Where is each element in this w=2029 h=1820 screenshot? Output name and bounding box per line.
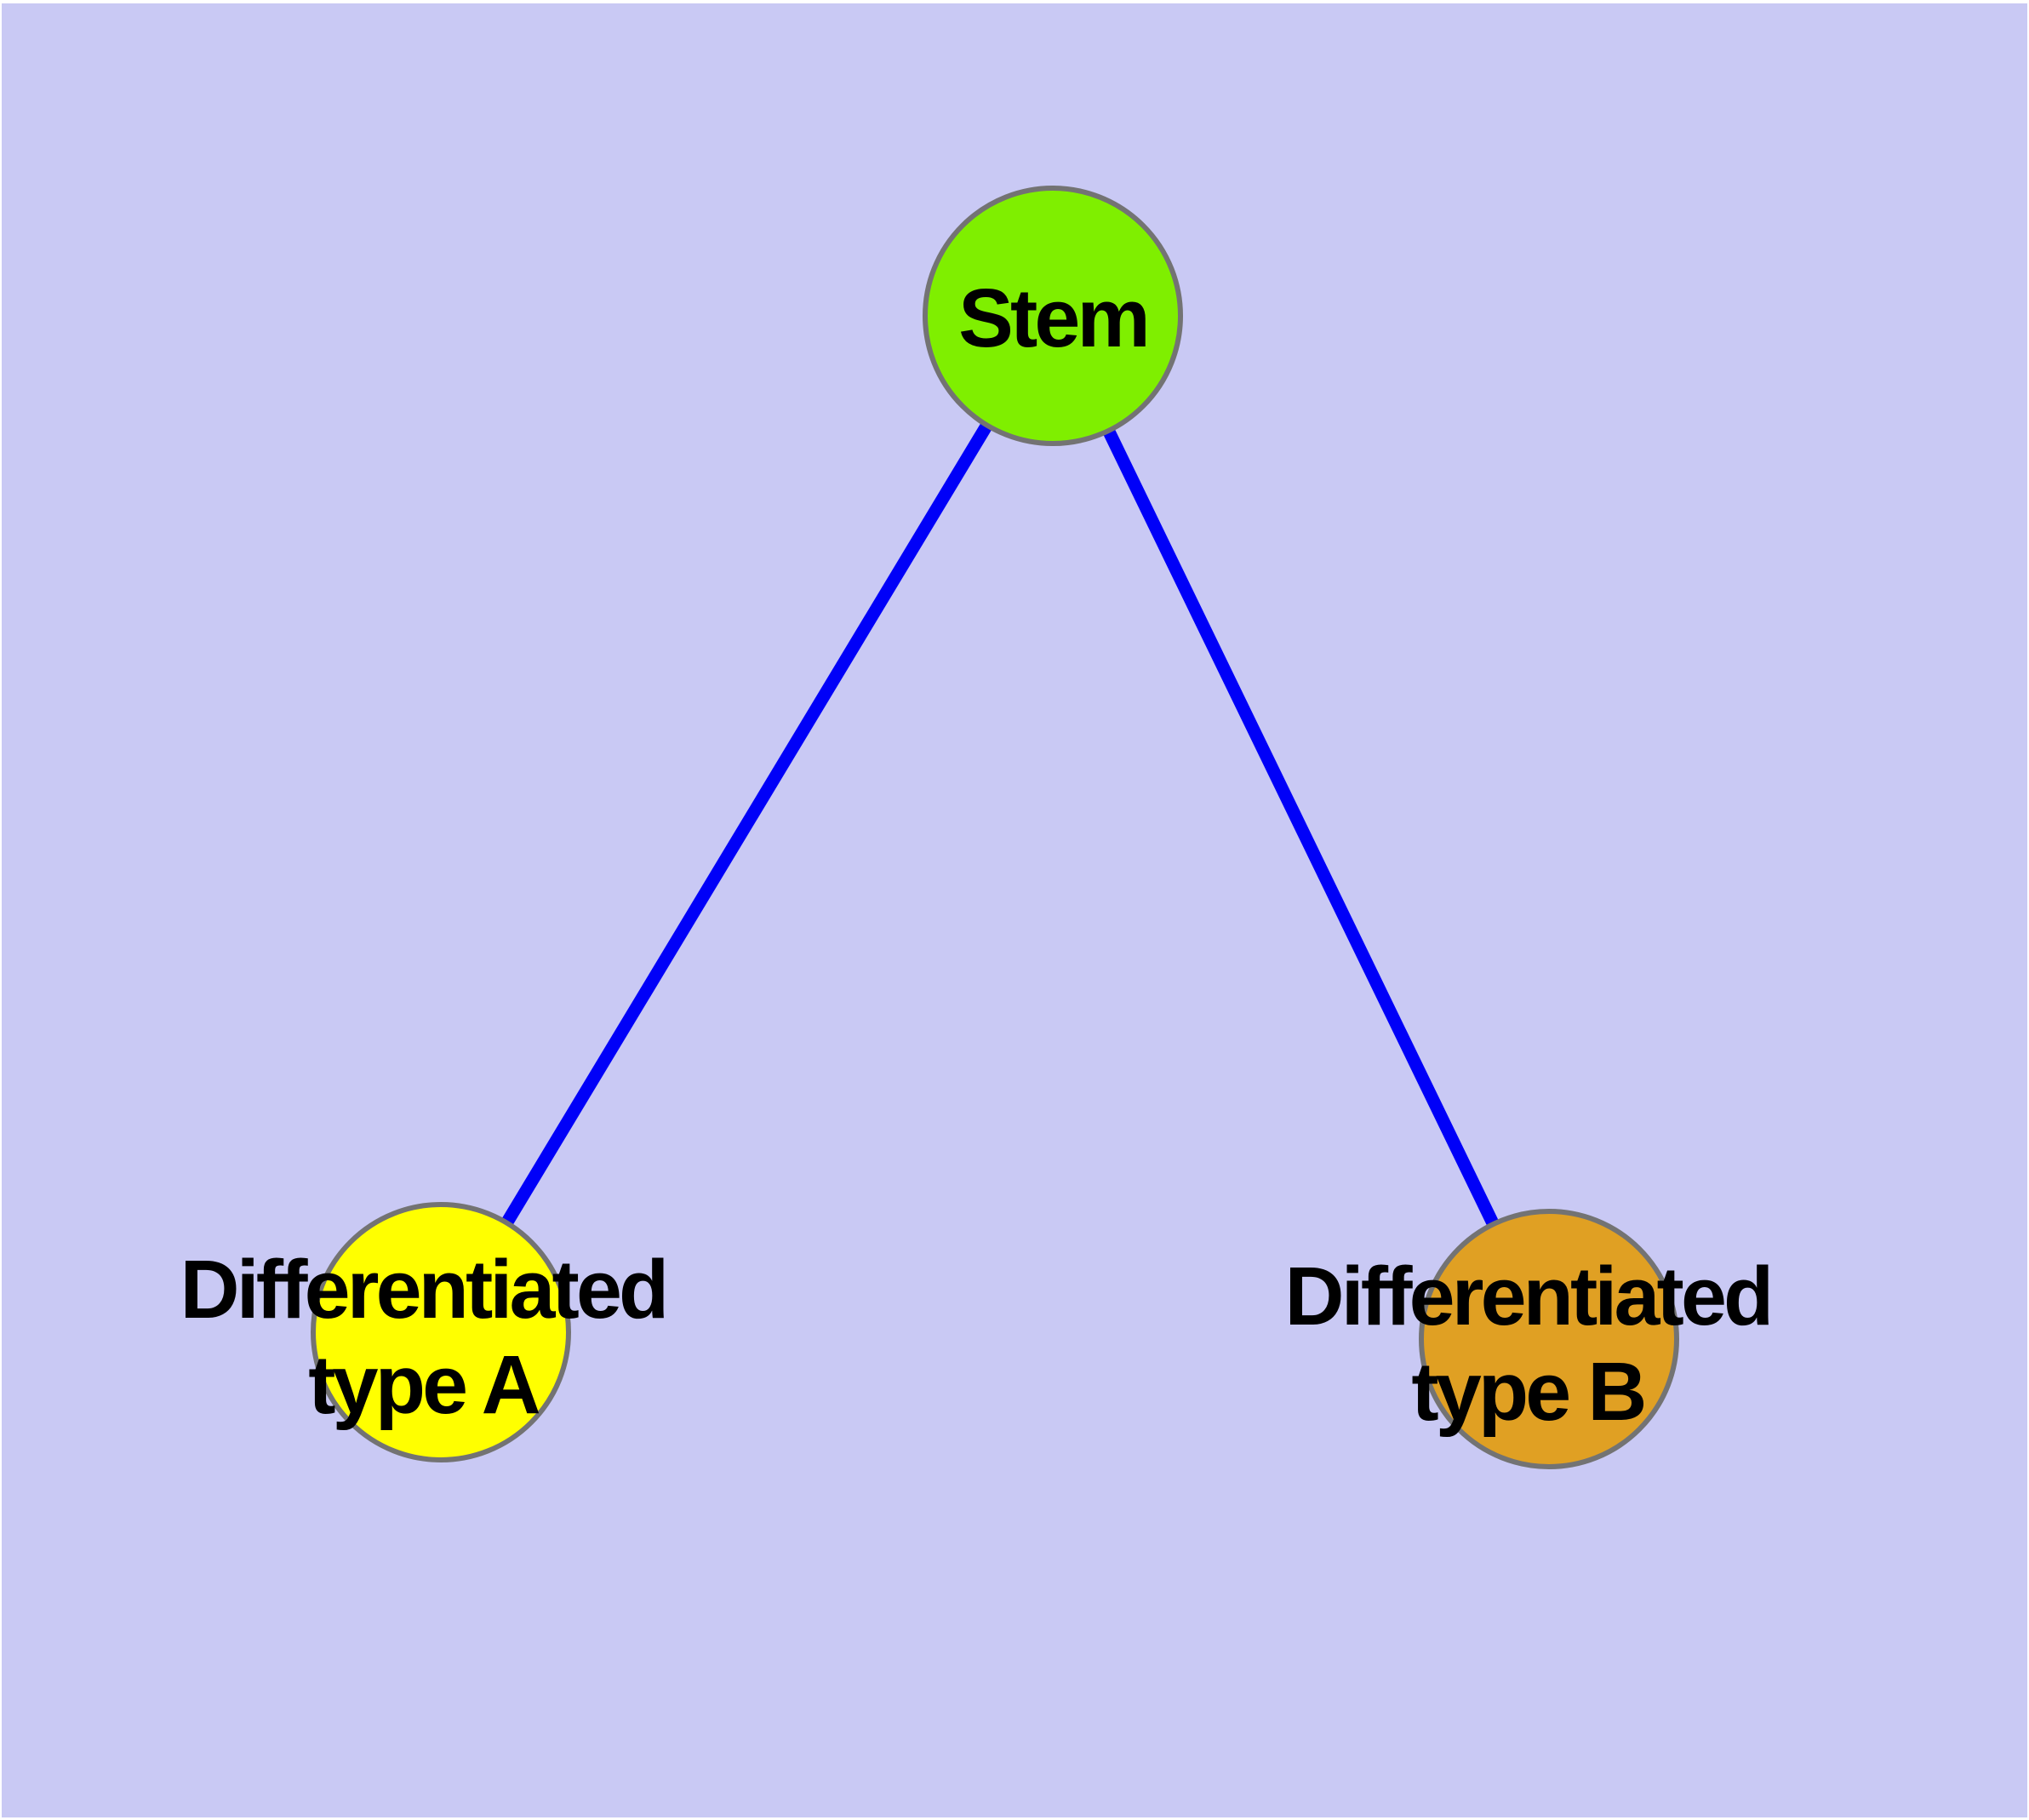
edge-stem-type-a (435, 312, 1059, 1336)
node-label-line: type B (1411, 1345, 1643, 1438)
node-label-line: Differentiated (1285, 1250, 1771, 1342)
edge-stem-type-b (1047, 312, 1555, 1342)
edges-layer (435, 312, 1555, 1342)
nodes-layer (311, 186, 1679, 1469)
node-label-line: type A (308, 1338, 539, 1431)
node-label-line: Differentiated (180, 1243, 666, 1336)
node-label-line: Stem (958, 272, 1147, 364)
node-label-stem: Stem (958, 272, 1147, 364)
node-type-b (1419, 1209, 1679, 1469)
node-type-a (311, 1202, 571, 1462)
node-stem (923, 186, 1183, 446)
